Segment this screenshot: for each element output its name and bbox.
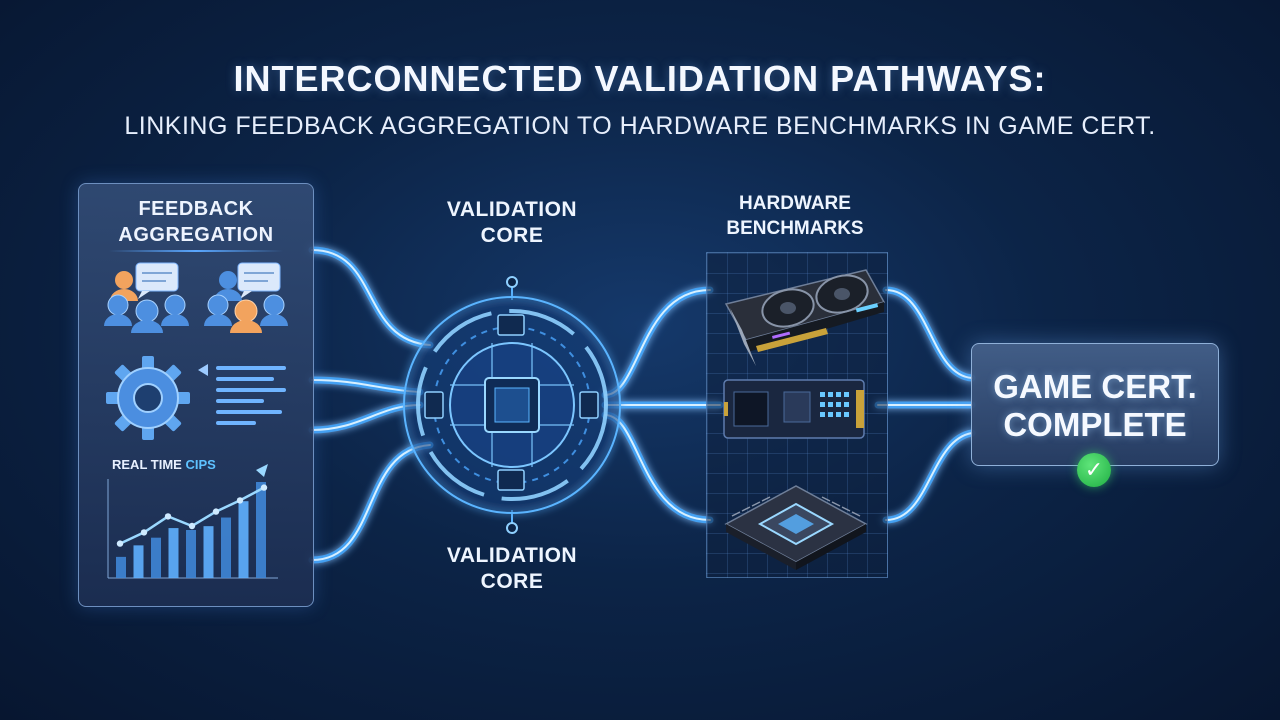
chart-bar	[133, 545, 144, 578]
wire-core-hw-1	[601, 286, 714, 399]
feedback-panel-title: FEEDBACK AGGREGATION	[118, 198, 274, 246]
wire-hw-result-3	[882, 429, 976, 524]
check-circle-icon: ✓	[1077, 453, 1111, 487]
realtime-chart	[107, 464, 278, 579]
gear-icon	[106, 356, 190, 440]
hardware-graphics	[723, 269, 886, 570]
text-lines-icon	[198, 364, 286, 425]
chart-point	[188, 522, 196, 530]
chart-bar	[116, 556, 126, 578]
hardware-benchmarks-label: HARDWARE BENCHMARKS	[726, 193, 864, 239]
chart-bar	[168, 528, 179, 578]
validation-core-label-bottom: VALIDATION CORE	[446, 544, 578, 593]
wire-core-hw-3	[601, 411, 714, 524]
validation-core-label-top: VALIDATION CORE	[446, 198, 578, 247]
chart-label: REAL TIME CIPS	[112, 457, 216, 472]
graphics-card-icon	[724, 269, 886, 366]
ssd-module-icon	[723, 379, 865, 439]
user-group-chat-icon	[104, 262, 189, 333]
chart-point	[140, 529, 148, 536]
user-group-chat-icon	[204, 262, 288, 333]
chart-bar	[256, 482, 266, 578]
chart-point	[260, 484, 268, 491]
chart-bar	[238, 501, 249, 578]
chart-point	[236, 497, 244, 504]
cpu-chip-icon	[724, 485, 868, 570]
chart-bar	[221, 517, 231, 578]
validation-core-icon	[403, 276, 621, 534]
feedback-panel-graphics	[104, 262, 288, 579]
wire-hw-result-1	[882, 286, 976, 382]
panel-divider	[109, 250, 283, 252]
diagram-subtitle: LINKING FEEDBACK AGGREGATION TO HARDWARE…	[124, 112, 1156, 140]
chart-bar	[151, 537, 161, 578]
chart-point	[164, 513, 172, 520]
game-cert-complete-box: GAME CERT. COMPLETE	[971, 343, 1219, 466]
chart-point	[212, 508, 220, 515]
chart-bar	[186, 530, 196, 578]
diagram-title: INTERCONNECTED VALIDATION PATHWAYS:	[233, 58, 1047, 99]
chart-point	[116, 540, 124, 547]
game-cert-complete-text: GAME CERT. COMPLETE	[993, 368, 1197, 443]
chart-bar	[203, 526, 214, 578]
